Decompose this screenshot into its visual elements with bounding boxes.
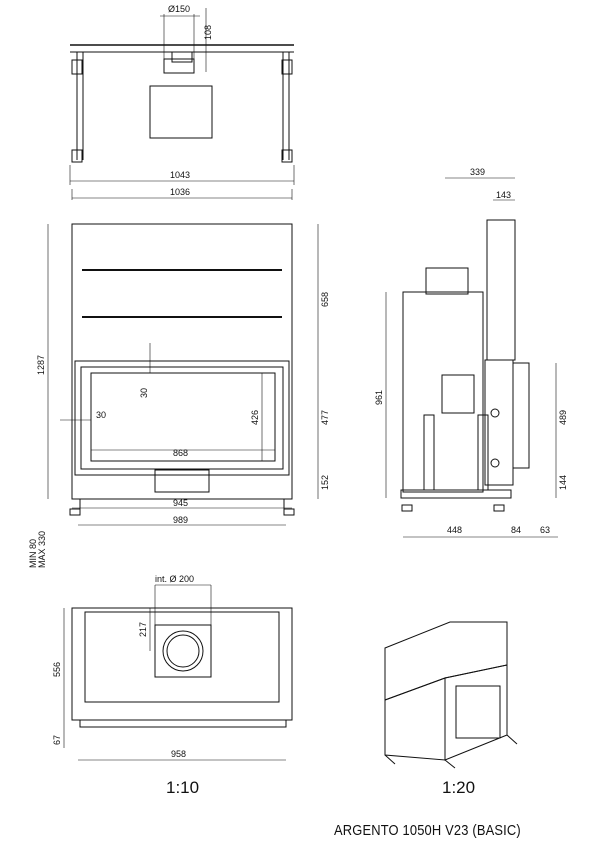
- dim-flue-diameter: Ø150: [168, 4, 190, 14]
- dim-bottom-depth: 556: [52, 662, 62, 677]
- iso-view: [384, 621, 518, 769]
- dim-depth-top: 339: [470, 167, 485, 177]
- dim-flue-depth: 143: [496, 190, 511, 200]
- dim-glass-width: 868: [173, 448, 188, 458]
- bottom-view: [63, 584, 293, 761]
- dim-inner-width: 1036: [170, 187, 190, 197]
- dim-glass-height: 426: [250, 410, 260, 425]
- scale-iso: 1:20: [442, 778, 475, 797]
- dim-bottom-flue: int. Ø 200: [155, 574, 194, 584]
- dim-flue-offset: 108: [203, 25, 213, 40]
- dim-bottom-width: 958: [171, 749, 186, 759]
- dim-door-height: 477: [320, 410, 330, 425]
- dim-frame-side: 30: [96, 410, 106, 420]
- side-view: [385, 177, 558, 538]
- front-view: [47, 223, 319, 526]
- scale-main: 1:10: [166, 778, 199, 797]
- dim-outer-width: 1043: [170, 170, 190, 180]
- top-view: [69, 8, 295, 200]
- dim-bottom-flue-offset: 217: [138, 622, 148, 637]
- dim-side-door-height: 489: [558, 410, 568, 425]
- dim-side-base-height: 144: [558, 475, 568, 490]
- dim-base-height: 152: [320, 475, 330, 490]
- dim-frame-depth: 84: [511, 525, 521, 535]
- dim-upper-height: 658: [320, 292, 330, 307]
- dim-base-width-outer: 989: [173, 515, 188, 525]
- dim-total-height: 1287: [36, 355, 46, 375]
- dim-frame-top: 30: [139, 388, 149, 398]
- drawing-title: ARGENTO 1050H V23 (BASIC): [334, 822, 521, 839]
- dim-leg-min: MIN 80: [28, 539, 38, 568]
- dim-body-height: 961: [374, 390, 384, 405]
- dim-offset-depth: 63: [540, 525, 550, 535]
- dim-base-depth: 448: [447, 525, 462, 535]
- dim-base-width-inner: 945: [173, 498, 188, 508]
- dim-foot-height: 67: [52, 735, 62, 745]
- dim-leg-max: MAX 330: [37, 531, 47, 568]
